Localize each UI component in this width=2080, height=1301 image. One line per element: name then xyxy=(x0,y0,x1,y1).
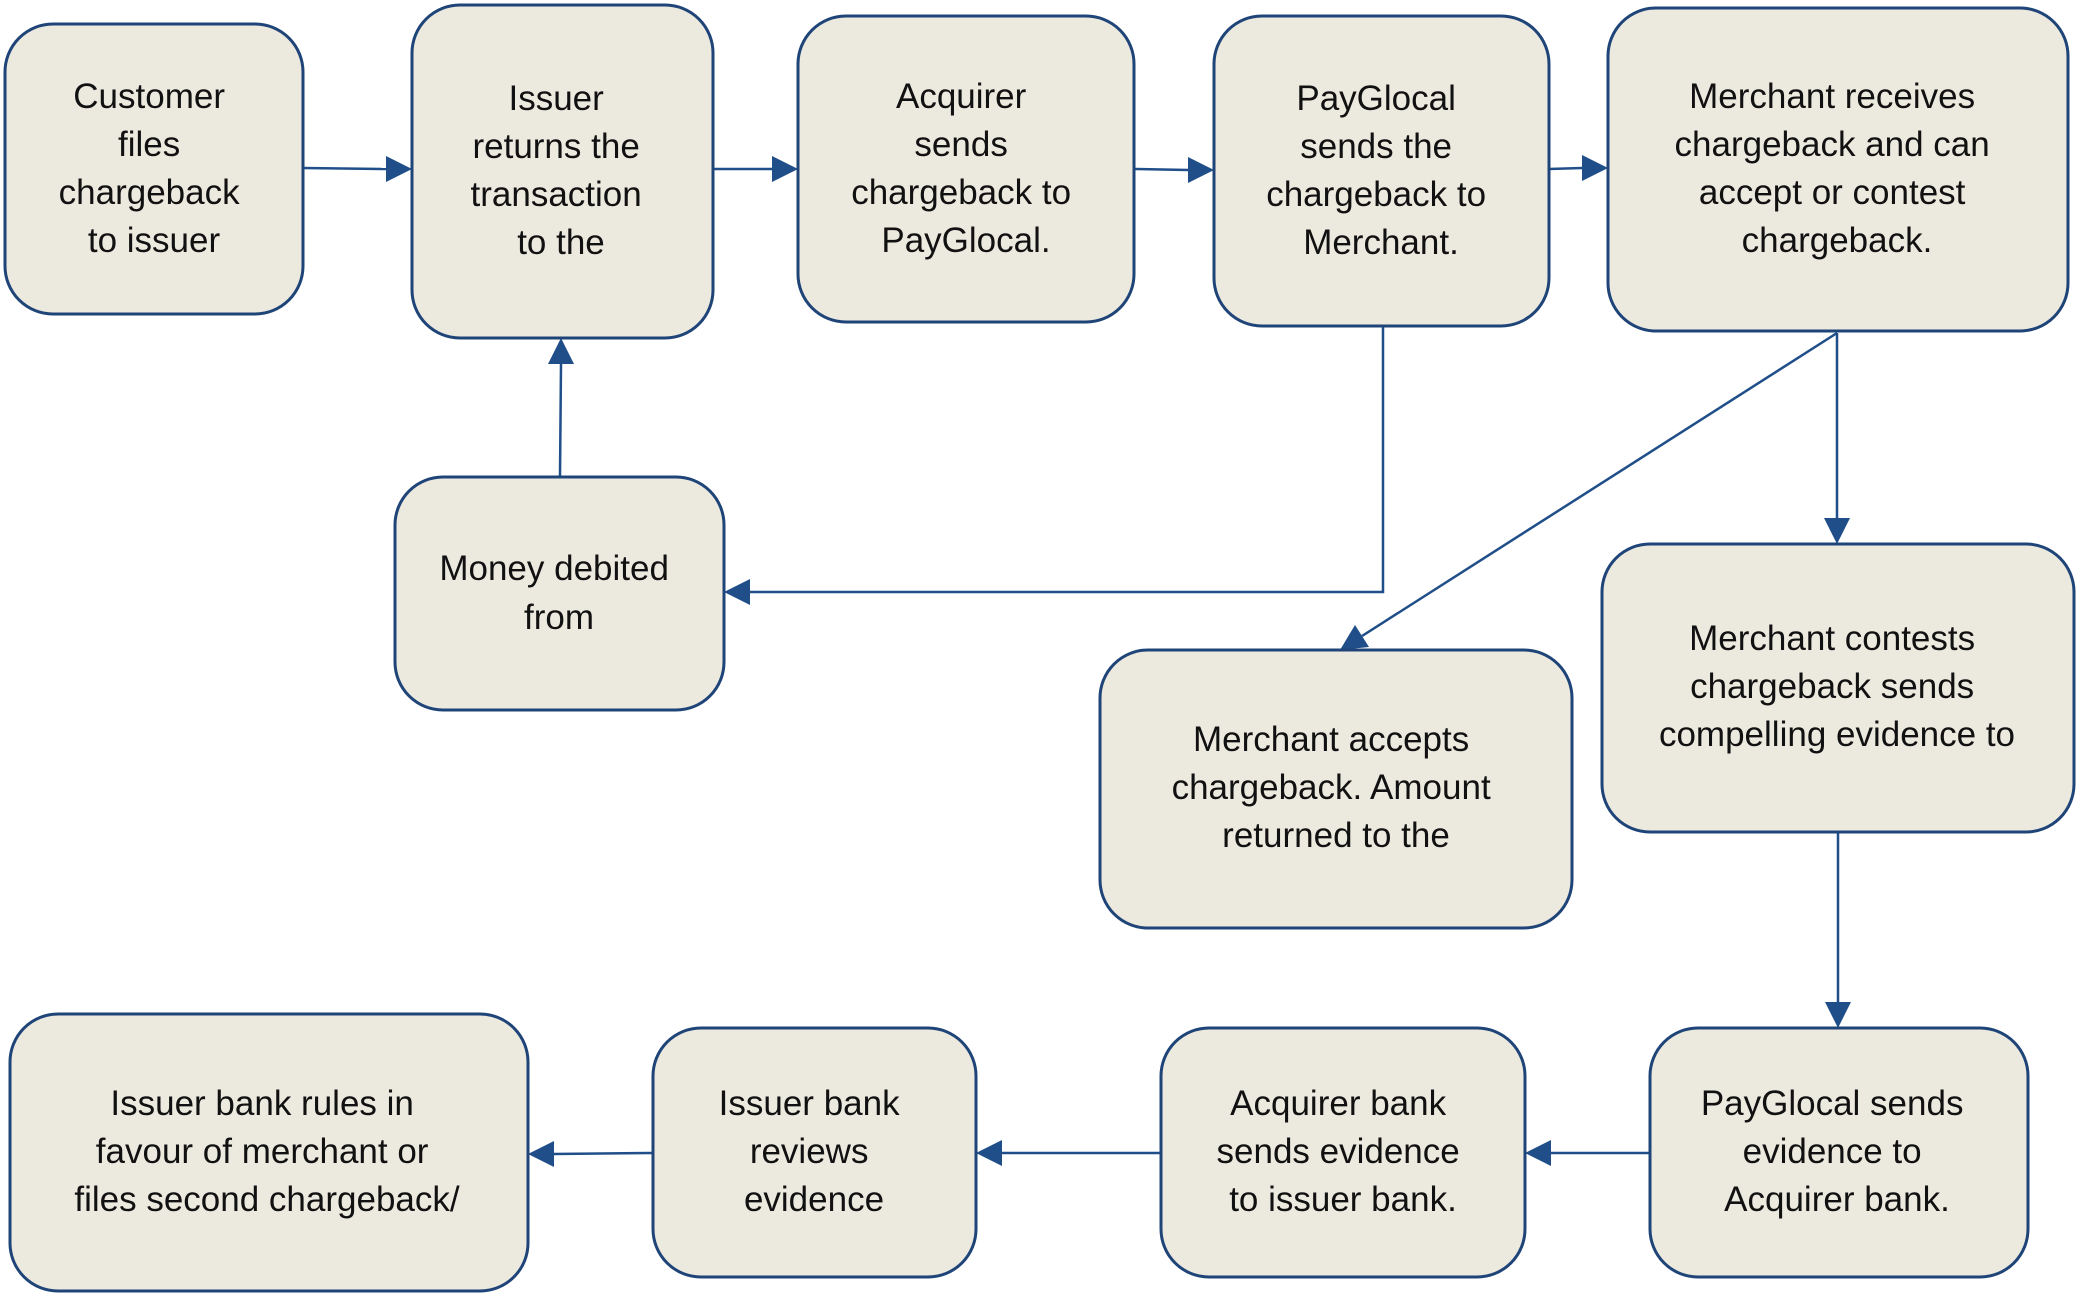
arrow-head-icon xyxy=(724,579,750,605)
node-acquirer-sends: Acquirer sends chargeback to PayGlocal. xyxy=(796,14,1136,324)
node-text: Acquirer bank sends evidence to issuer b… xyxy=(1217,1084,1470,1219)
node-line: Merchant receives xyxy=(1689,77,1975,116)
arrow-head-icon xyxy=(1340,625,1369,650)
node-line: to issuer xyxy=(88,221,221,260)
node-text: Merchant receives chargeback and can acc… xyxy=(1675,77,2000,260)
node-line: accept or contest xyxy=(1699,173,1966,212)
node-money-debited: Money debited from xyxy=(393,475,726,712)
node-line: chargeback to xyxy=(851,173,1071,212)
edge-merchant-receives-to-accepts xyxy=(1361,331,1838,638)
edge-money-debited-to-issuer xyxy=(558,363,563,477)
arrow-head-icon xyxy=(1825,1002,1851,1028)
node-line: to the xyxy=(517,223,605,262)
node-payglocal-sends-evidence: PayGlocal sends evidence to Acquirer ban… xyxy=(1648,1026,2030,1279)
node-acquirer-bank-sends: Acquirer bank sends evidence to issuer b… xyxy=(1159,1026,1527,1279)
node-line: chargeback. Amount xyxy=(1172,768,1491,807)
node-text: Issuer returns the transaction to the xyxy=(471,79,652,262)
node-line: Issuer bank xyxy=(719,1084,900,1123)
node-line: PayGlocal. xyxy=(881,221,1050,260)
node-payglocal-sends-merchant: PayGlocal sends the chargeback to Mercha… xyxy=(1212,14,1551,328)
edge-acquirer-to-payglocal xyxy=(1133,167,1189,172)
arrow-head-icon xyxy=(1188,157,1214,183)
edge-payglocal-to-money-debited xyxy=(750,326,1385,594)
edges xyxy=(302,155,1851,1167)
node-line: Merchant contests xyxy=(1689,619,1975,658)
node-text: Acquirer sends chargeback to PayGlocal. xyxy=(851,77,1081,260)
node-merchant-contests: Merchant contests chargeback sends compe… xyxy=(1600,542,2076,834)
arrow-head-icon xyxy=(1824,518,1850,544)
node-text: Customer files chargeback to issuer xyxy=(59,77,250,260)
node-line: sends evidence xyxy=(1217,1132,1460,1171)
node-text: Money debited from xyxy=(439,549,678,637)
node-line: Issuer bank rules in xyxy=(110,1084,413,1123)
node-merchant-accepts: Merchant accepts chargeback. Amount retu… xyxy=(1098,648,1574,930)
edge-issuer-reviews-to-rules xyxy=(553,1151,654,1156)
node-line: chargeback sends xyxy=(1690,667,1974,706)
node-line: chargeback xyxy=(59,173,240,212)
node-line: files second chargeback/ xyxy=(74,1180,459,1219)
arrow-head-icon xyxy=(386,156,412,182)
node-line: Issuer xyxy=(508,79,604,118)
edge-payglocal-to-merchant-receives xyxy=(1548,166,1583,171)
node-line: Customer xyxy=(73,77,225,116)
arrow-head-icon xyxy=(772,156,798,182)
arrow-head-icon xyxy=(1525,1140,1551,1166)
node-line: evidence xyxy=(744,1180,884,1219)
node-line: Merchant. xyxy=(1303,223,1459,262)
node-line: returned to the xyxy=(1222,816,1450,855)
node-line: PayGlocal sends xyxy=(1701,1084,1964,1123)
node-line: chargeback and can xyxy=(1675,125,1990,164)
arrow-head-icon xyxy=(976,1140,1002,1166)
node-line: chargeback. xyxy=(1742,221,1933,260)
node-text: PayGlocal sends evidence to Acquirer ban… xyxy=(1701,1084,1973,1219)
node-text: Merchant contests chargeback sends compe… xyxy=(1659,619,2015,754)
arrow-head-icon xyxy=(1582,155,1608,181)
node-line: chargeback to xyxy=(1266,175,1486,214)
edge-customer-to-issuer xyxy=(302,166,387,171)
arrow-head-icon xyxy=(548,338,574,364)
node-text: PayGlocal sends the chargeback to Mercha… xyxy=(1266,79,1496,262)
node-line: Acquirer bank xyxy=(1230,1084,1446,1123)
node-line: Money debited xyxy=(439,549,669,588)
node-line: files xyxy=(118,125,180,164)
node-line: Merchant accepts xyxy=(1193,720,1469,759)
node-line: transaction xyxy=(471,175,642,214)
node-text: Issuer bank rules in favour of merchant … xyxy=(74,1084,459,1219)
arrow-head-icon xyxy=(528,1141,554,1167)
node-customer-files: Customer files chargeback to issuer xyxy=(3,22,305,316)
node-text: Merchant accepts chargeback. Amount retu… xyxy=(1172,720,1501,855)
node-line: returns the xyxy=(472,127,639,166)
node-line: sends the xyxy=(1300,127,1452,166)
node-line: PayGlocal xyxy=(1296,79,1456,118)
node-text: Issuer bank reviews evidence xyxy=(719,1084,910,1219)
node-line: Acquirer bank. xyxy=(1724,1180,1950,1219)
node-line: reviews xyxy=(750,1132,869,1171)
node-line: sends xyxy=(914,125,1007,164)
node-line: to issuer bank. xyxy=(1229,1180,1457,1219)
node-line: Acquirer xyxy=(896,77,1027,116)
node-line: from xyxy=(524,598,594,637)
node-issuer-bank-rules: Issuer bank rules in favour of merchant … xyxy=(8,1012,530,1293)
node-line: evidence to xyxy=(1743,1132,1922,1171)
node-line: compelling evidence to xyxy=(1659,715,2015,754)
node-line: favour of merchant or xyxy=(96,1132,429,1171)
node-issuer-bank-reviews: Issuer bank reviews evidence xyxy=(651,1026,978,1279)
node-merchant-receives: Merchant receives chargeback and can acc… xyxy=(1606,6,2070,333)
node-issuer-returns: Issuer returns the transaction to the xyxy=(410,3,715,340)
